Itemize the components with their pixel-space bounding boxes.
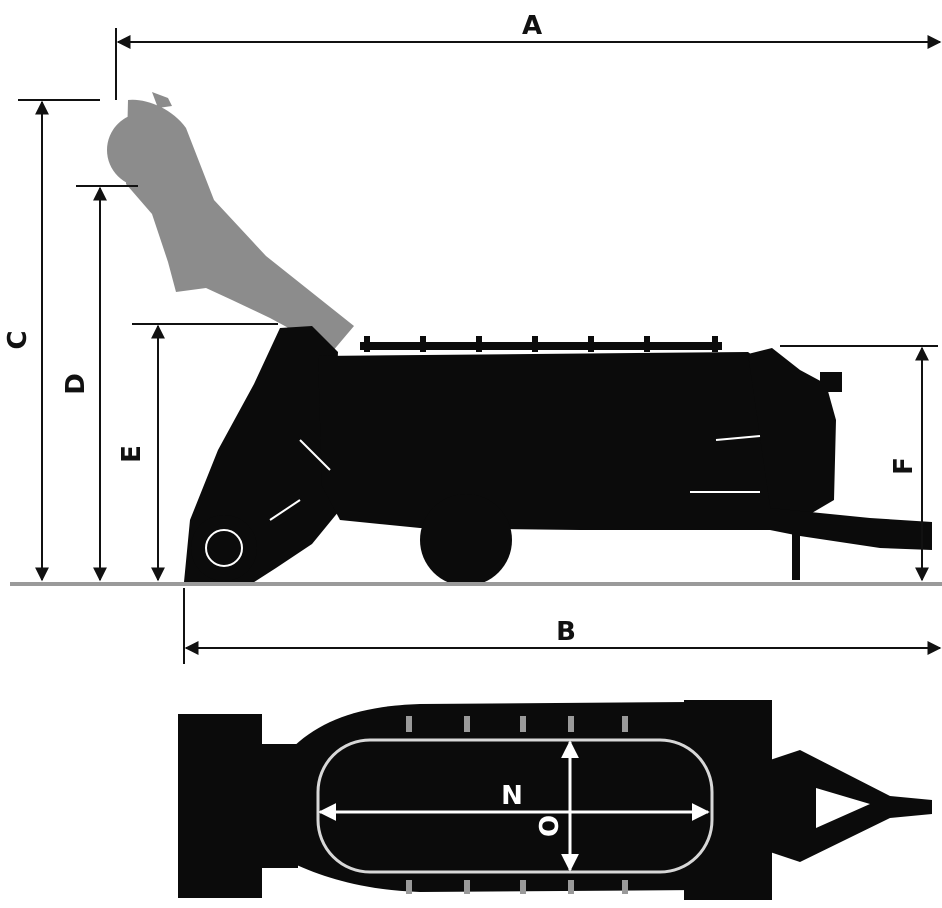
- dim-b-label: B: [556, 617, 576, 647]
- rear-gearbox: [748, 348, 836, 520]
- dim-d-label: D: [61, 373, 91, 395]
- top-rail: [360, 342, 722, 350]
- jack-stand: [792, 520, 800, 580]
- side-view: A C D E F B: [3, 11, 942, 664]
- main-wheel: [420, 494, 512, 586]
- dim-f-label: F: [889, 457, 919, 475]
- dim-c-label: C: [3, 330, 33, 349]
- top-rear-frame: [684, 700, 772, 900]
- machine-top-silhouette: [178, 700, 932, 900]
- dimension-c: C: [3, 99, 100, 582]
- dim-e-label: E: [117, 445, 147, 463]
- dimension-o: O: [535, 740, 579, 872]
- dim-o-label: O: [535, 815, 565, 837]
- drawbar: [770, 508, 932, 550]
- machine-details: [205, 435, 761, 567]
- raised-discharge-arm: [107, 92, 354, 352]
- dim-n-label: N: [501, 781, 523, 811]
- machine-side-silhouette: [184, 326, 932, 586]
- top-discharge-unit: [178, 714, 262, 898]
- hopper-tabs: [406, 716, 628, 894]
- inner-floor-track: [316, 738, 714, 874]
- dimension-b: B: [183, 588, 942, 664]
- rear-handle: [820, 372, 842, 392]
- rotor-drum: [191, 515, 257, 581]
- dim-a-label: A: [522, 11, 542, 41]
- hopper-body: [318, 352, 772, 530]
- top-hopper: [290, 702, 700, 892]
- dimension-f: F: [780, 345, 938, 582]
- dimension-d: D: [61, 185, 138, 582]
- top-hitch-cutout: [816, 788, 870, 828]
- dimension-e: E: [117, 323, 278, 582]
- raised-arm-body: [126, 99, 354, 352]
- raised-arm-tip: [152, 92, 172, 108]
- top-view: N O: [178, 700, 932, 900]
- dimension-n: N: [318, 781, 710, 821]
- dimension-a: A: [115, 11, 942, 100]
